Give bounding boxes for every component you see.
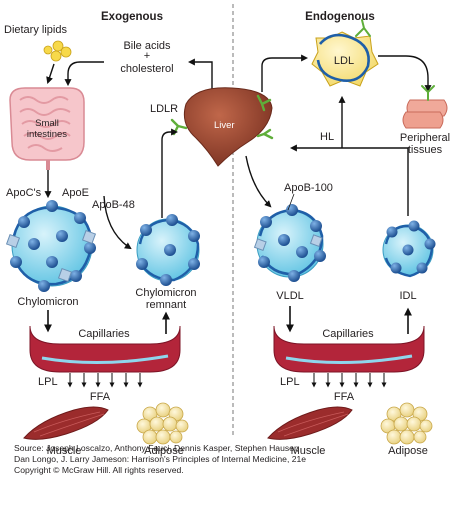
arrow-remnant-to-liver (161, 128, 179, 218)
apoe-label: ApoE (62, 187, 89, 199)
capillary-left-icon (29, 325, 181, 373)
source-line-3: Copyright © McGraw Hill. All rights rese… (14, 465, 184, 475)
adipose-right-icon (380, 402, 433, 445)
arrow-liver-to-ldl (261, 54, 309, 92)
arrow-liver-to-vldl (245, 155, 272, 208)
adipose-right-label: Adipose (388, 445, 428, 457)
arrow-bile-to-intestine (64, 61, 104, 87)
ldlr-label: LDLR (150, 103, 178, 115)
small-intestines-label-1: Small (35, 118, 59, 129)
muscle-right-icon (267, 406, 353, 440)
dietary-lipid-droplets-icon (43, 40, 72, 62)
endogenous-header: Endogenous (305, 11, 375, 23)
arrow-lipids-to-intestine (46, 63, 55, 84)
adipose-left-label: Adipose (144, 445, 184, 457)
arrow-ldl-to-peripheral (378, 55, 432, 93)
remnant-label-2: remnant (146, 299, 186, 311)
peripheral-label: Peripheral (400, 132, 450, 144)
cholesterol-label: cholesterol (120, 63, 173, 75)
capillaries-right-label: Capillaries (322, 328, 374, 340)
liver-icon (183, 87, 273, 167)
ffa-right-arrows (311, 373, 387, 388)
idl-particle (382, 220, 436, 278)
chylomicron-label: Chylomicron (17, 296, 78, 308)
ldl-particle (311, 19, 379, 87)
capillary-right-icon (273, 325, 425, 373)
vldl-label: VLDL (276, 290, 304, 302)
vldl-particle (253, 204, 326, 282)
liver-label: Liver (214, 120, 235, 131)
lpl-left-label: LPL (38, 376, 58, 388)
hl-label: HL (320, 131, 334, 143)
arrow-liver-to-bile (187, 58, 213, 90)
muscle-right-label: Muscle (291, 445, 326, 457)
apob48-label: ApoB-48 (92, 199, 135, 211)
apob100-label: ApoB-100 (284, 182, 333, 194)
chylomicron-particle (5, 200, 97, 292)
capillaries-left-label: Capillaries (78, 328, 130, 340)
apocs-label: ApoC's (6, 187, 42, 199)
peripheral-tissue-icon (402, 85, 448, 129)
ffa-right-label: FFA (334, 391, 355, 403)
exogenous-header: Exogenous (101, 11, 163, 23)
lpl-right-label: LPL (280, 376, 300, 388)
small-intestines-label-2: intestines (27, 129, 67, 140)
source-line-1: Source: Joseph Loscalzo, Anthony Fauci, … (14, 443, 299, 453)
apob100-pointer (287, 193, 295, 211)
arrow-idl-to-liver (289, 144, 409, 216)
ldl-label: LDL (334, 55, 354, 67)
remnant-label-1: Chylomicron (135, 287, 196, 299)
muscle-left-icon (23, 406, 109, 440)
dietary-lipids-label: Dietary lipids (4, 24, 67, 36)
tissues-label: tissues (408, 144, 443, 156)
source-citation: Source: Joseph Loscalzo, Anthony Fauci, … (14, 443, 459, 476)
adipose-left-icon (136, 402, 189, 445)
bile-acids-label: Bile acids (123, 40, 171, 52)
ffa-left-arrows (67, 373, 143, 388)
bile-plus-label: + (144, 50, 150, 62)
chylomicron-remnant-particle (136, 214, 200, 286)
arrow-chylomicron-to-remnant (103, 195, 132, 250)
source-line-2: Dan Longo, J. Larry Jameson: Harrison's … (14, 454, 307, 464)
idl-label: IDL (399, 290, 416, 302)
small-intestine-icon (9, 87, 85, 170)
ffa-left-label: FFA (90, 391, 111, 403)
muscle-left-label: Muscle (47, 445, 82, 457)
